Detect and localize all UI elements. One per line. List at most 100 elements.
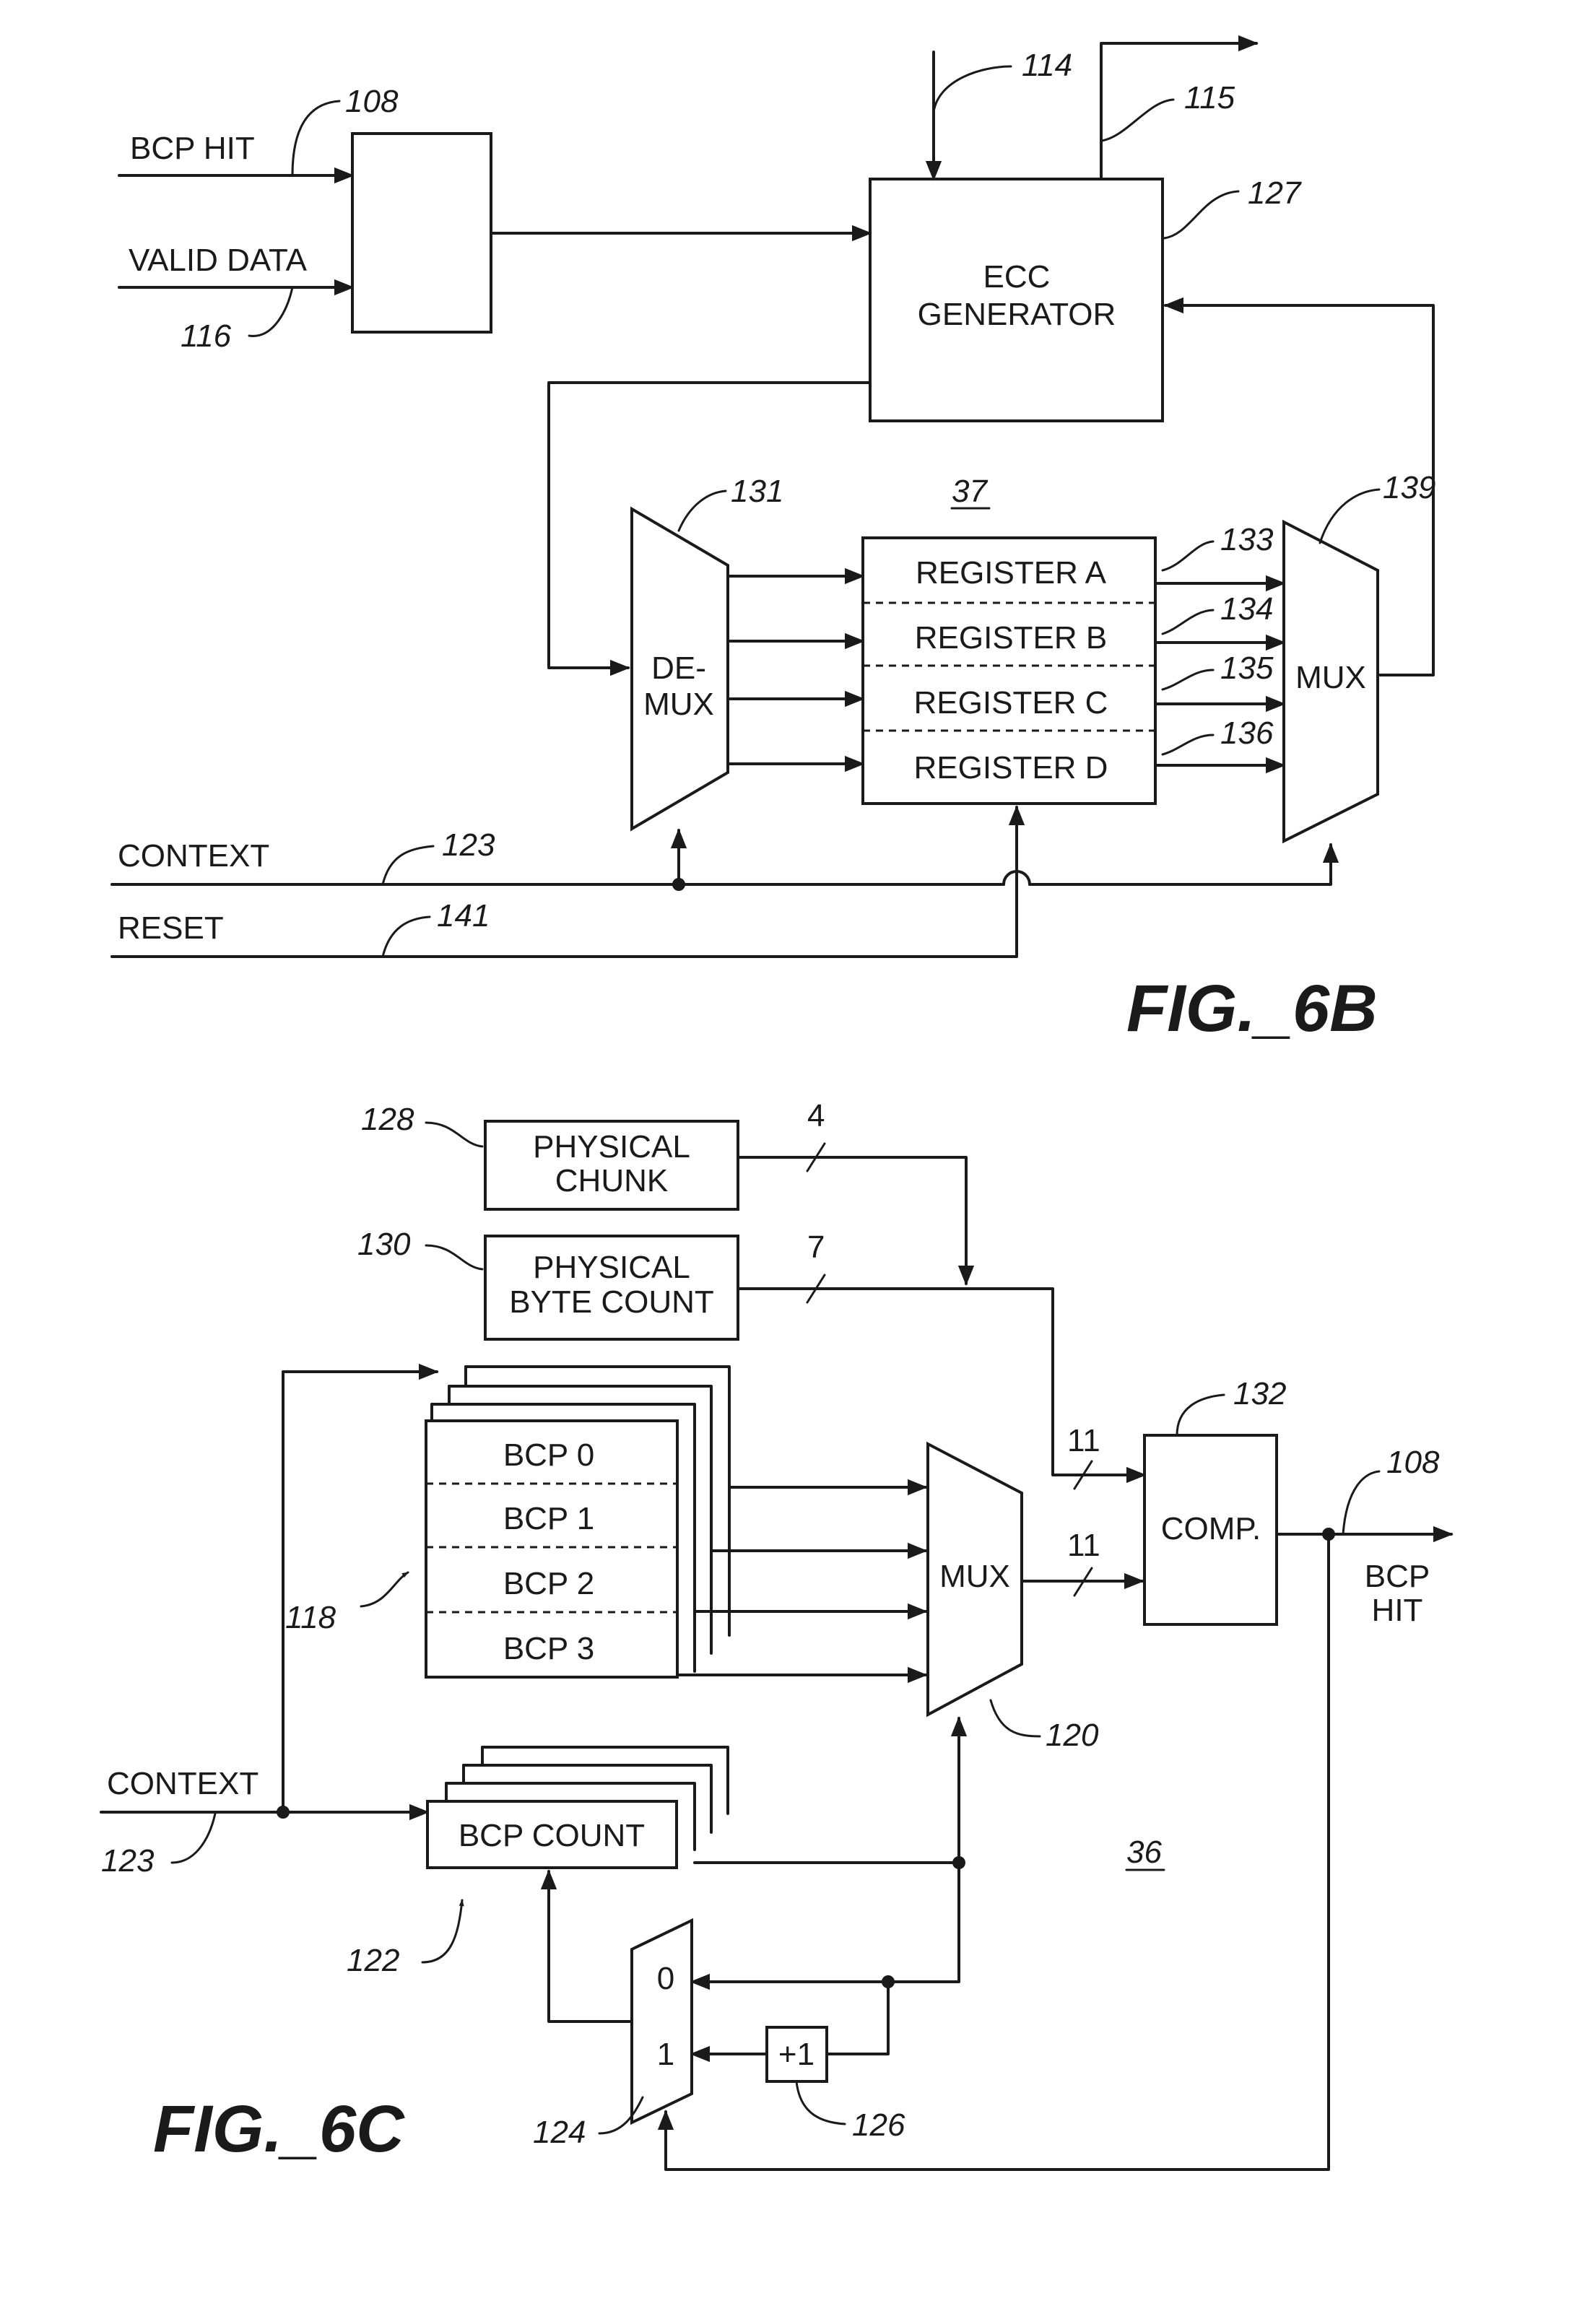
ecc-generator-block (869, 178, 1164, 422)
physical-byte-label-1: PHYSICAL (533, 1250, 690, 1285)
ref-131-leader (677, 489, 727, 532)
bcp-register-block (425, 1419, 679, 1679)
count-stack-sheet-3 (481, 1746, 729, 1815)
ref-135-leader (1161, 669, 1215, 691)
bcp3-label: BCP 3 (503, 1631, 594, 1666)
comp-label: COMP. (1161, 1511, 1261, 1546)
context-label-6c: CONTEXT (107, 1766, 259, 1801)
mux-label-6c: MUX (939, 1559, 1010, 1594)
mux-label-6b: MUX (1295, 660, 1366, 695)
ref-118: 118 (285, 1600, 336, 1635)
ref-136: 136 (1220, 715, 1274, 751)
ecc-to-demux-line (547, 381, 872, 676)
bus-width-7: 7 (807, 1230, 825, 1265)
ref-128: 128 (361, 1102, 414, 1137)
ref-122-leader (421, 1899, 464, 1964)
bus-width-7-slash (806, 1274, 826, 1304)
count-to-sel-mux-0 (690, 1861, 960, 1990)
ref-132: 132 (1233, 1376, 1286, 1411)
ref-124: 124 (533, 2115, 586, 2150)
ref-37: 37 (952, 474, 988, 509)
bcp-stack-sheet-2 (448, 1385, 713, 1655)
incrementer-block (765, 2026, 828, 2083)
ref-139-leader (1319, 488, 1381, 544)
bus-width-4: 4 (807, 1098, 825, 1133)
figure-6b: BCP HIT VALID DATA 108 116 ECC GENERATOR… (110, 35, 1435, 1045)
figure-6c-caption: FIG._6C (153, 2092, 405, 2166)
bcp1-label: BCP 1 (503, 1501, 594, 1536)
figure-6b-caption: FIG._6B (1126, 972, 1378, 1045)
physical-byte-count-block (484, 1235, 739, 1341)
bcp-hit-output-label-1: BCP (1365, 1559, 1430, 1594)
demux-label-2: MUX (643, 687, 714, 722)
ref-120-leader (989, 1699, 1041, 1738)
ref-127: 127 (1248, 175, 1302, 211)
ref-126: 126 (852, 2107, 905, 2143)
ecc-generator-label-1: ECC (983, 259, 1051, 295)
ref-139: 139 (1383, 470, 1435, 505)
bus-width-11a-slash (1073, 1460, 1093, 1490)
valid-data-label: VALID DATA (129, 243, 308, 278)
ref-135: 135 (1220, 650, 1274, 686)
mux-block-6b (1282, 519, 1379, 844)
bus-width-11b-slash (1073, 1567, 1093, 1597)
bcp2-label: BCP 2 (503, 1566, 594, 1601)
ref-114: 114 (1022, 48, 1072, 83)
ref-123-leader-6c (170, 1812, 217, 1864)
ref-127-leader (1163, 190, 1240, 240)
register-file-block (861, 536, 1157, 805)
register-b-label: REGISTER B (915, 620, 1108, 656)
bcp-hit-output-label-2: HIT (1372, 1593, 1423, 1628)
ref-123-leader-6b (381, 845, 435, 886)
ref-115-leader (1100, 98, 1175, 142)
byte-count-bus-line (737, 1287, 1147, 1484)
context-to-mux-line (1028, 843, 1339, 886)
count-stack-sheet-1 (445, 1782, 696, 1851)
ref-118-leader (360, 1571, 409, 1608)
ref-120: 120 (1046, 1718, 1099, 1753)
incrementer-label: +1 (778, 2037, 814, 2072)
ref-133-leader (1161, 540, 1215, 572)
ref-122: 122 (347, 1943, 399, 1978)
reset-line (110, 805, 1025, 958)
ref-115: 115 (1184, 80, 1235, 116)
context-to-bcp-line (282, 1363, 439, 1814)
ref-108-leader (291, 100, 341, 177)
bus-width-4-slash (806, 1142, 826, 1172)
ref-126-leader (795, 2080, 846, 2125)
register-d-label: REGISTER D (914, 750, 1108, 785)
register-c-label: REGISTER C (914, 685, 1108, 721)
select-mux-to-count (540, 1869, 633, 2023)
context-label-6b: CONTEXT (118, 838, 269, 874)
ref-131: 131 (731, 474, 783, 509)
ref-136-leader (1161, 734, 1215, 756)
ref-124-leader (598, 2096, 644, 2135)
register-a-label: REGISTER A (916, 555, 1107, 591)
ref-36: 36 (1126, 1835, 1162, 1870)
select-mux-block (630, 1918, 693, 2125)
ref-132-leader (1176, 1393, 1225, 1437)
ref-141: 141 (437, 898, 490, 933)
hit-to-select-feedback (657, 1533, 1330, 2171)
count-stack-sheet-2 (462, 1764, 713, 1834)
ref-108: 108 (345, 84, 399, 119)
bus-width-11b: 11 (1067, 1528, 1100, 1563)
mux-to-ecc-feedback (1163, 297, 1435, 676)
physical-chunk-label-2: CHUNK (555, 1163, 668, 1198)
demux-block (630, 506, 729, 832)
ref-134: 134 (1220, 591, 1273, 627)
ref-141-leader (381, 915, 431, 958)
select-mux-input-0: 0 (657, 1961, 674, 1996)
ref-128-leader (425, 1121, 484, 1148)
ref-116: 116 (181, 318, 232, 354)
bcp-count-label: BCP COUNT (459, 1818, 645, 1853)
output-115-line (1100, 35, 1259, 180)
comparator-block (1143, 1434, 1278, 1626)
ref-108-6c: 108 (1386, 1445, 1440, 1480)
bus-width-11a: 11 (1067, 1423, 1100, 1458)
ref-130-leader (425, 1244, 484, 1271)
bcp-stack-sheet-1 (430, 1403, 696, 1673)
bcp-stack-sheet-3 (464, 1365, 731, 1637)
select-mux-input-1: 1 (657, 2037, 674, 2072)
